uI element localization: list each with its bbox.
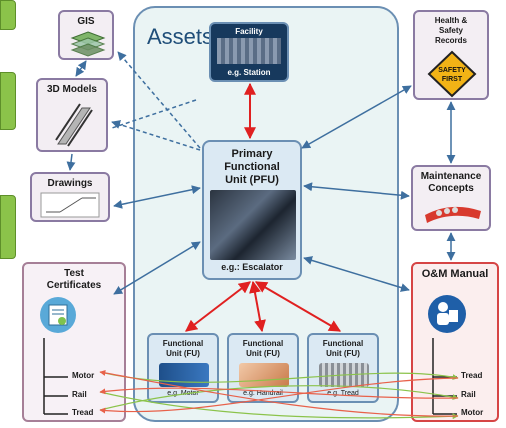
fu-example: e.g. Motor: [167, 390, 199, 397]
dashed-connector: [111, 99, 197, 129]
pfu-maintenance-arrow: [303, 182, 410, 200]
fu-title: Functional Unit (FU): [149, 339, 217, 359]
gis-models-arrow: [75, 60, 87, 77]
om-manual-title: O&M Manual: [421, 268, 489, 280]
drawing-icon: [40, 192, 100, 218]
certificates-tree-lines: [43, 338, 68, 415]
pfu-drawings-arrow: [113, 185, 201, 209]
certificate-item: Rail: [72, 390, 87, 399]
fu-example: e.g. Tread: [327, 390, 359, 397]
safety-sign-line2: FIRST: [442, 76, 463, 83]
maintenance-tools-icon: [425, 206, 481, 223]
facility-example: e.g. Station: [227, 68, 271, 77]
assets-title: Assets: [147, 24, 214, 49]
gis-box: GIS: [58, 10, 114, 60]
pfu-gis-dashed-arrow: [117, 51, 201, 149]
health-safety-title: Health & Safety Records: [415, 16, 487, 46]
station-image: [217, 38, 281, 64]
models-drawings-arrow: [66, 153, 76, 171]
maintenance-title-line2: Concepts: [428, 183, 474, 194]
pfu-om-manual-arrow: [303, 256, 410, 292]
facility-title: Facility: [235, 27, 263, 36]
hs-title-line2: Safety: [438, 26, 463, 35]
pfu-certificates-arrow: [113, 241, 201, 295]
fu-motor-box: Functional Unit (FU) e.g. Motor: [147, 333, 219, 403]
pfu-box: Primary Functional Unit (PFU) e.g.: Esca…: [202, 140, 302, 280]
certificates-title: Test Certificates: [24, 268, 124, 292]
escalator-model-icon: [55, 103, 93, 147]
certificates-title-line1: Test: [64, 268, 84, 279]
health-safety-box: Health & Safety Records SAFETY FIRST: [413, 10, 489, 100]
fu-title-line1: Functional: [242, 339, 284, 348]
pfu-title-line1: Primary: [231, 148, 273, 160]
fu-title: Functional Unit (FU): [309, 339, 377, 359]
certificates-title-line2: Certificates: [46, 280, 102, 291]
gis-title: GIS: [77, 16, 95, 27]
pfu-health-safety-arrow: [301, 85, 412, 149]
gis-layers-icon: [70, 31, 106, 57]
cross-link-red: [99, 387, 459, 399]
om-item: Rail: [461, 390, 476, 399]
test-certificates-box: Test Certificates Motor Rail Tread: [22, 262, 126, 422]
cross-link-green: [99, 385, 459, 411]
certificate-item: Tread: [72, 408, 94, 417]
certificate-icon: [40, 297, 76, 333]
pfu-title-line2: Functional: [224, 161, 280, 173]
3d-models-title: 3D Models: [46, 84, 97, 95]
om-item: Tread: [461, 371, 483, 380]
fu-title: Functional Unit (FU): [229, 339, 297, 359]
pfu-models-dashed-arrow: [111, 120, 201, 151]
cross-link-green: [99, 391, 459, 420]
cross-link-red: [99, 377, 459, 414]
maintenance-title: Maintenance Concepts: [413, 171, 489, 195]
pfu-example: e.g.: Escalator: [221, 262, 283, 272]
green-side-tab: [0, 0, 16, 30]
safety-sign-line1: SAFETY: [438, 67, 466, 74]
3d-models-box: 3D Models: [36, 78, 108, 152]
hs-title-line3: Records: [434, 36, 467, 45]
fu-title-line1: Functional: [322, 339, 364, 348]
motor-image: [159, 363, 209, 387]
facility-box: Facility e.g. Station: [209, 22, 289, 82]
maintenance-box: Maintenance Concepts: [411, 165, 491, 231]
maintenance-title-line1: Maintenance: [420, 171, 482, 182]
pfu-fu-motor-arrow: [185, 281, 251, 332]
fu-title-line2: Unit (FU): [246, 349, 280, 358]
om-item: Motor: [461, 408, 484, 417]
pfu-title-line3: Unit (PFU): [225, 174, 279, 186]
green-side-tab: [0, 72, 16, 130]
drawings-title: Drawings: [47, 178, 93, 189]
fu-title-line2: Unit (FU): [326, 349, 360, 358]
pfu-title: Primary Functional Unit (PFU): [204, 148, 300, 187]
fu-title-line2: Unit (FU): [166, 349, 200, 358]
green-side-tab: [0, 195, 16, 259]
fu-title-line1: Functional: [162, 339, 204, 348]
hs-title-line1: Health &: [434, 16, 468, 25]
handrail-image: [239, 363, 289, 387]
fu-handrail-box: Functional Unit (FU) e.g. Handrail: [227, 333, 299, 403]
safety-sign-icon: SAFETY FIRST: [427, 50, 477, 98]
cross-link-green: [99, 371, 459, 383]
pfu-fu-tread-arrow: [254, 281, 342, 332]
manual-reader-icon: [428, 295, 466, 333]
escalator-image: [210, 190, 296, 260]
certificate-item: Motor: [72, 371, 95, 380]
drawings-box: Drawings: [30, 172, 110, 222]
fu-example: e.g. Handrail: [243, 390, 283, 397]
cross-link-red: [99, 370, 459, 417]
pfu-fu-handrail-arrow: [249, 280, 266, 333]
